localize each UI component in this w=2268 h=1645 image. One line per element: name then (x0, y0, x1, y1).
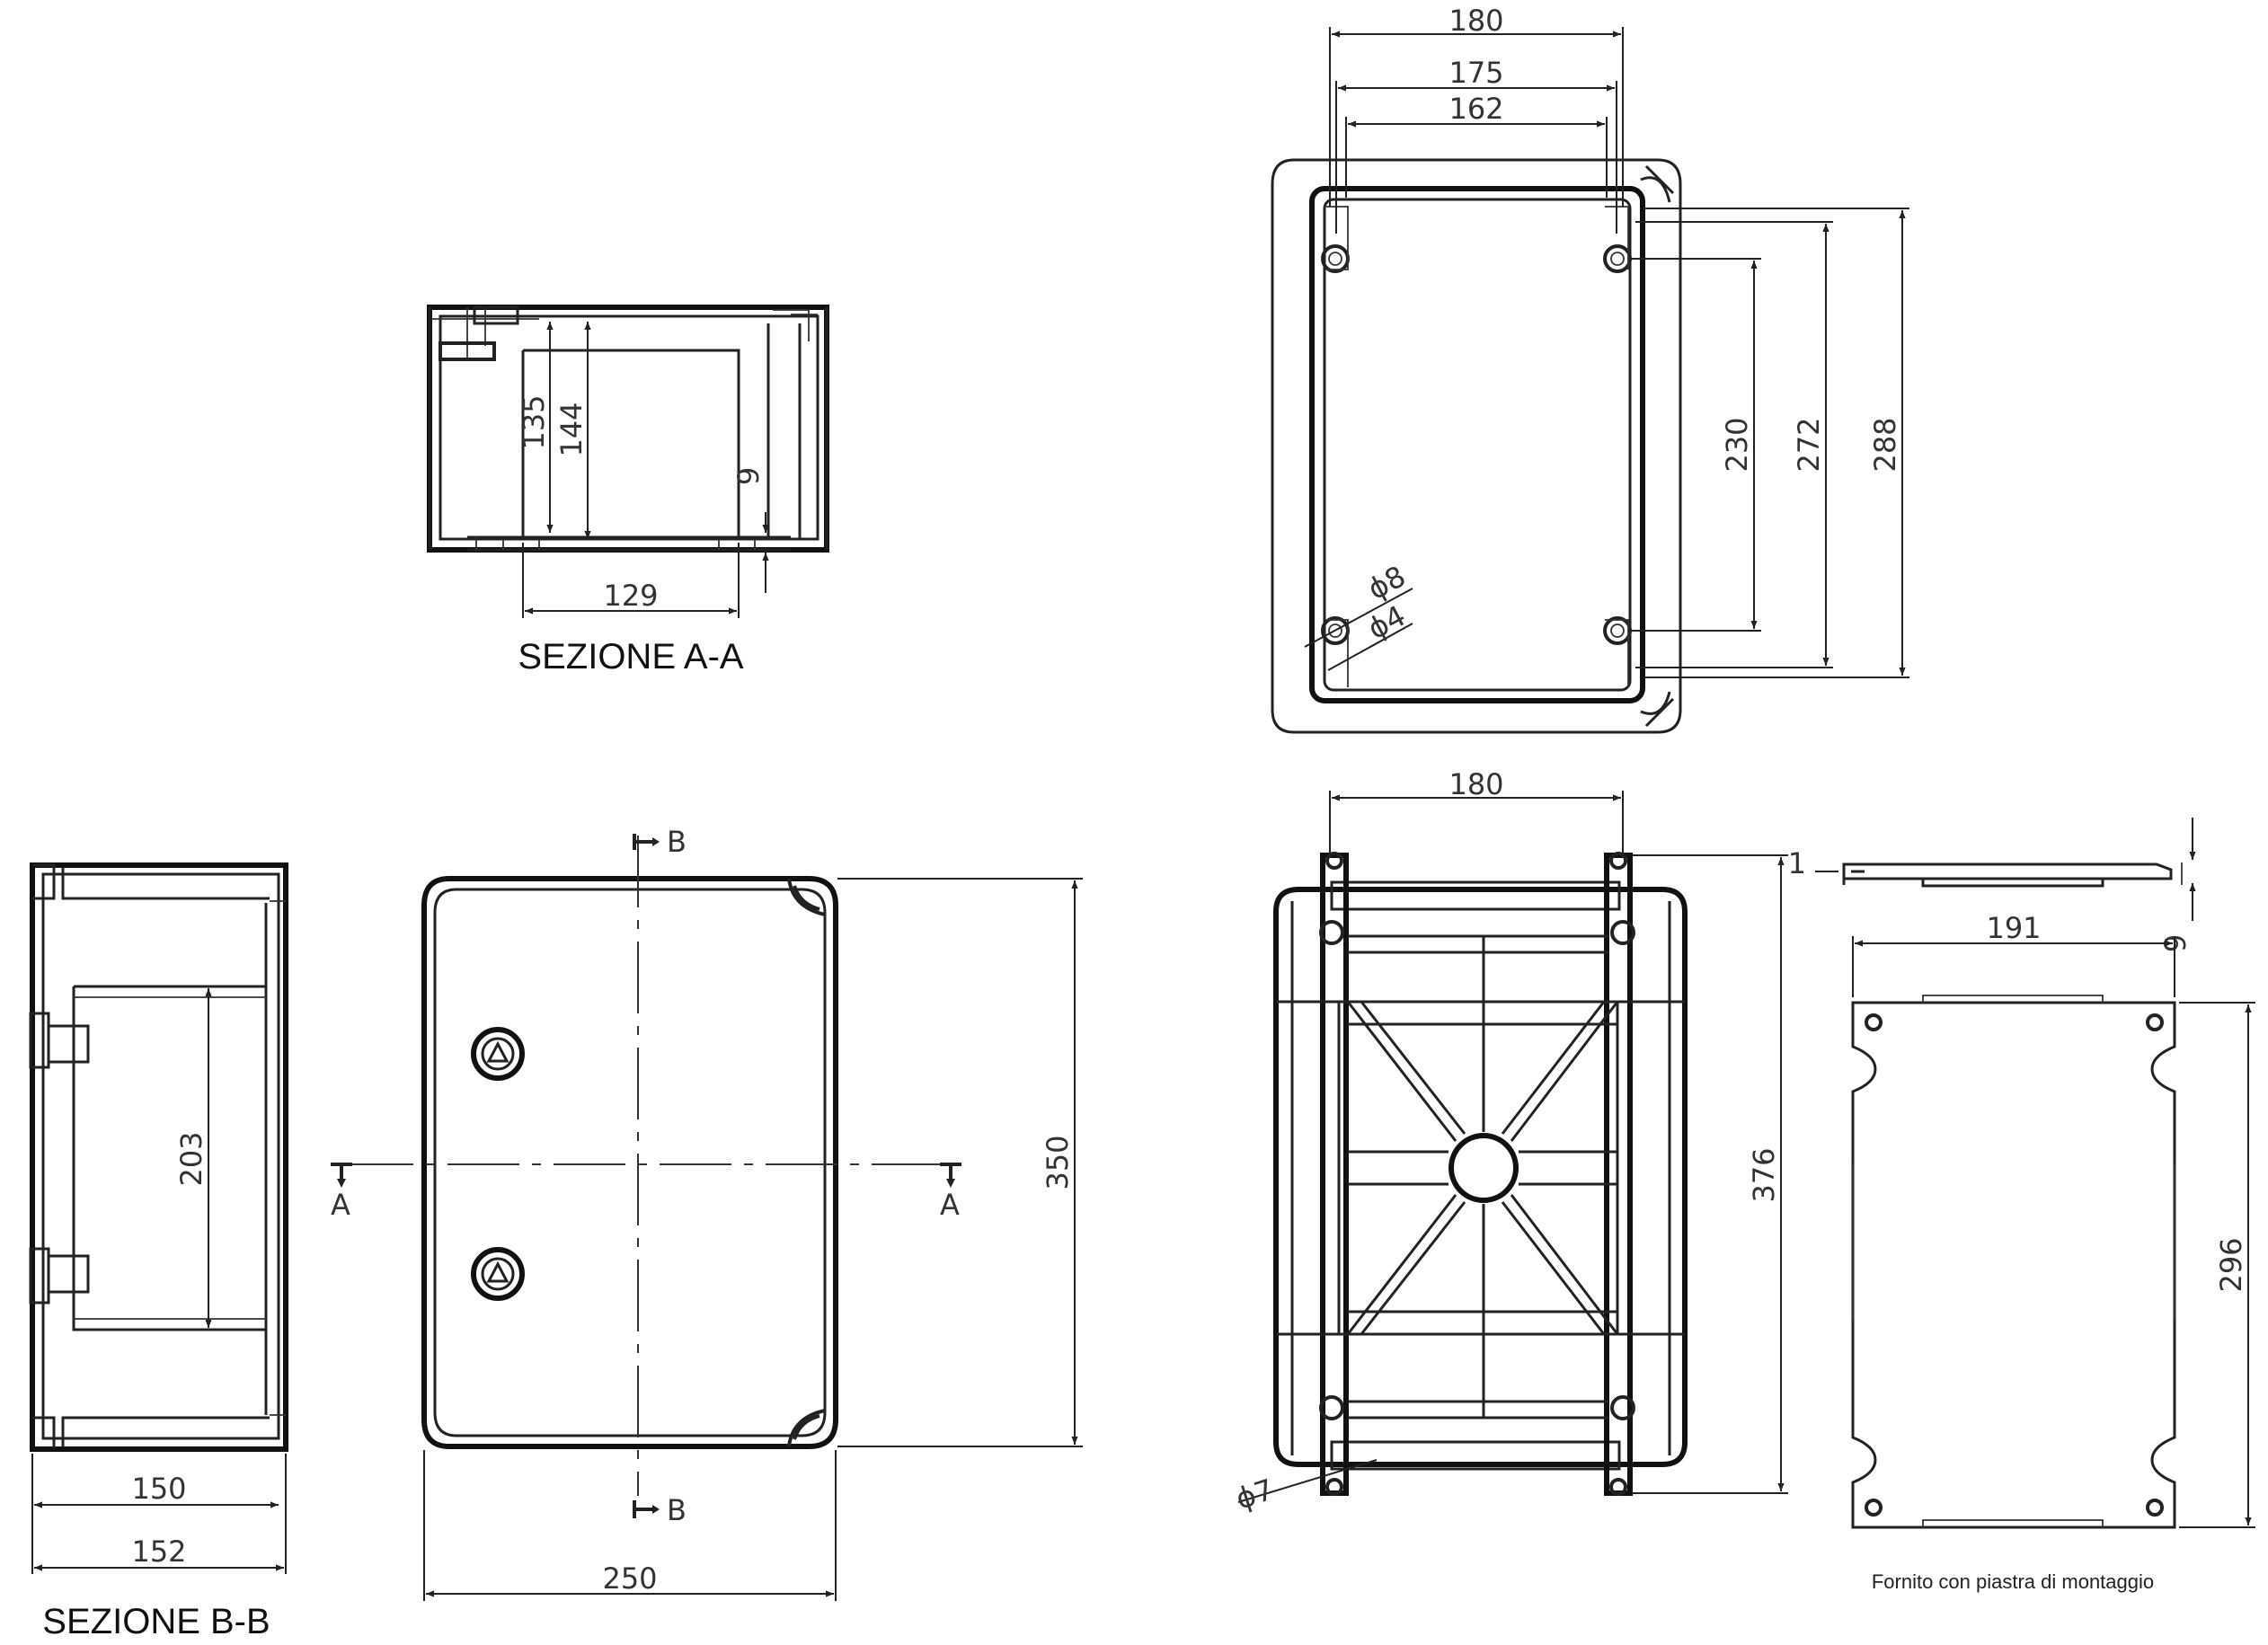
triangle-lock-icon (471, 1247, 525, 1301)
section-bb-view (29, 862, 288, 1452)
svg-text:191: 191 (1986, 911, 2041, 945)
svg-text:ϕ4: ϕ4 (1362, 598, 1411, 646)
svg-text:1: 1 (1788, 846, 1806, 880)
svg-text:ϕ7: ϕ7 (1232, 1473, 1278, 1517)
dim-9-aa: 9 (731, 467, 769, 593)
svg-text:135: 135 (517, 394, 551, 449)
dim-175: 175 (1335, 56, 1617, 234)
svg-text:350: 350 (1041, 1135, 1075, 1190)
dim-230: 230 (1628, 258, 1761, 632)
svg-text:162: 162 (1449, 92, 1503, 126)
svg-text:296: 296 (2214, 1237, 2248, 1292)
svg-text:230: 230 (1720, 417, 1754, 472)
mount-hole (1319, 852, 1635, 1496)
dim-180-top: 180 (1329, 4, 1624, 207)
dim-203: 203 (174, 988, 212, 1328)
dim-144: 144 (554, 322, 591, 539)
section-aa-title: SEZIONE A-A (518, 637, 743, 677)
cut-mark-b-bottom: B (633, 1493, 687, 1527)
svg-text:B: B (667, 1493, 687, 1527)
svg-text:175: 175 (1449, 56, 1503, 90)
svg-text:A: A (331, 1188, 350, 1222)
triangle-lock-icon (471, 1027, 525, 1081)
top-right-view (1271, 158, 1682, 734)
dim-272: 272 (1635, 221, 1833, 668)
dim-250: 250 (423, 1450, 837, 1601)
dim-376: 376 (1632, 854, 1788, 1494)
dim-288: 288 (1644, 208, 1909, 678)
plate-side-view (1842, 862, 2183, 888)
svg-text:ϕ8: ϕ8 (1362, 559, 1411, 606)
bottom-view (1273, 852, 1688, 1496)
svg-text:272: 272 (1792, 417, 1826, 472)
svg-text:152: 152 (131, 1534, 186, 1569)
front-view (341, 836, 952, 1496)
dim-1: 1 (1788, 846, 1838, 880)
svg-text:144: 144 (554, 402, 589, 456)
dim-162: 162 (1345, 92, 1608, 198)
svg-text:180: 180 (1449, 767, 1503, 801)
svg-text:129: 129 (603, 579, 658, 613)
svg-text:150: 150 (131, 1472, 186, 1506)
cut-mark-a-left: A (331, 1163, 352, 1222)
dim-180-bottom: 180 (1329, 767, 1624, 853)
svg-text:B: B (667, 825, 687, 859)
mounting-plate (1851, 995, 2176, 1529)
svg-text:180: 180 (1449, 4, 1503, 38)
dim-350: 350 (837, 878, 1083, 1447)
dim-129: 129 (522, 543, 740, 618)
dim-150: 150 (31, 1454, 287, 1574)
dim-152: 152 (34, 1534, 284, 1571)
dim-135: 135 (517, 322, 554, 533)
dim-296: 296 (2179, 1002, 2255, 1528)
dim-191: 191 (1852, 911, 2175, 997)
svg-text:250: 250 (602, 1561, 657, 1596)
cut-mark-a-right: A (940, 1163, 961, 1222)
plate-caption: Fornito con piastra di montaggio (1872, 1570, 2154, 1593)
svg-text:9: 9 (731, 467, 766, 485)
svg-text:288: 288 (1868, 417, 1902, 472)
dim-9-plate: 9 (2158, 818, 2196, 952)
svg-text:A: A (940, 1188, 960, 1222)
section-aa-view (427, 305, 829, 553)
cut-mark-b-top: B (633, 825, 687, 859)
section-bb-title: SEZIONE B-B (42, 1602, 270, 1641)
svg-text:376: 376 (1747, 1147, 1781, 1202)
svg-text:203: 203 (174, 1131, 208, 1186)
